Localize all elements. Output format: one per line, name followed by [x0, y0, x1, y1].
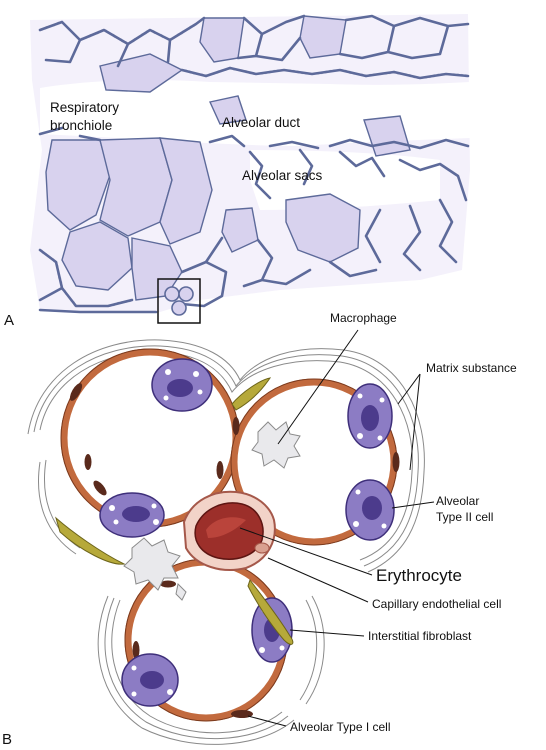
respiratory-bronchiole-lumen	[40, 80, 470, 146]
type-ii-cell-6	[121, 653, 179, 707]
label-respiratory-bronchiole-line2: bronchiole	[50, 118, 112, 133]
label-respiratory-bronchiole-line1: Respiratory	[50, 100, 119, 115]
panel-label-b: B	[2, 731, 12, 748]
label-interstitial-fibroblast: Interstitial fibroblast	[368, 629, 472, 643]
leader-lines	[239, 329, 435, 727]
type-ii-cell-2	[99, 492, 165, 538]
alveolar-duct-lumen	[250, 150, 440, 210]
label-macrophage: Macrophage	[330, 311, 397, 325]
alveolar-sac-clusters	[45, 15, 411, 301]
label-alveolar-sacs: Alveolar sacs	[242, 168, 323, 183]
label-capillary-endothelial-cell: Capillary endothelial cell	[372, 597, 501, 611]
inset-alveoli	[164, 286, 194, 316]
matrix-substance-lines	[27, 339, 425, 745]
macrophages	[123, 421, 301, 601]
macrophage-upper	[251, 421, 301, 469]
label-type-ii-line1: Alveolar	[436, 494, 479, 508]
type-ii-cell-1	[151, 358, 213, 412]
type-ii-cell-3	[347, 383, 393, 449]
type-ii-cells	[99, 358, 395, 707]
panel-a-alveolar-tree: Respiratory bronchiole Alveolar duct Alv…	[4, 14, 470, 329]
macrophage-lower	[123, 537, 181, 591]
panel-label-a: A	[4, 312, 14, 329]
label-alveolar-type-i-cell: Alveolar Type I cell	[290, 720, 391, 734]
septa-bead-texture	[39, 20, 469, 308]
type-ii-cell-4	[345, 479, 395, 541]
label-alveolar-duct: Alveolar duct	[222, 115, 300, 130]
detail-inset-box	[157, 278, 201, 324]
label-matrix-substance: Matrix substance	[426, 361, 517, 375]
type-ii-cell-5	[251, 597, 293, 663]
label-erythrocyte: Erythrocyte	[376, 566, 462, 585]
panel-b-alveolar-detail: Macrophage Matrix substance Alveolar Typ…	[2, 311, 517, 748]
label-type-ii-line2: Type II cell	[436, 510, 493, 524]
interstitial-fibroblasts	[55, 377, 294, 645]
capillary-with-erythrocyte	[182, 490, 276, 571]
